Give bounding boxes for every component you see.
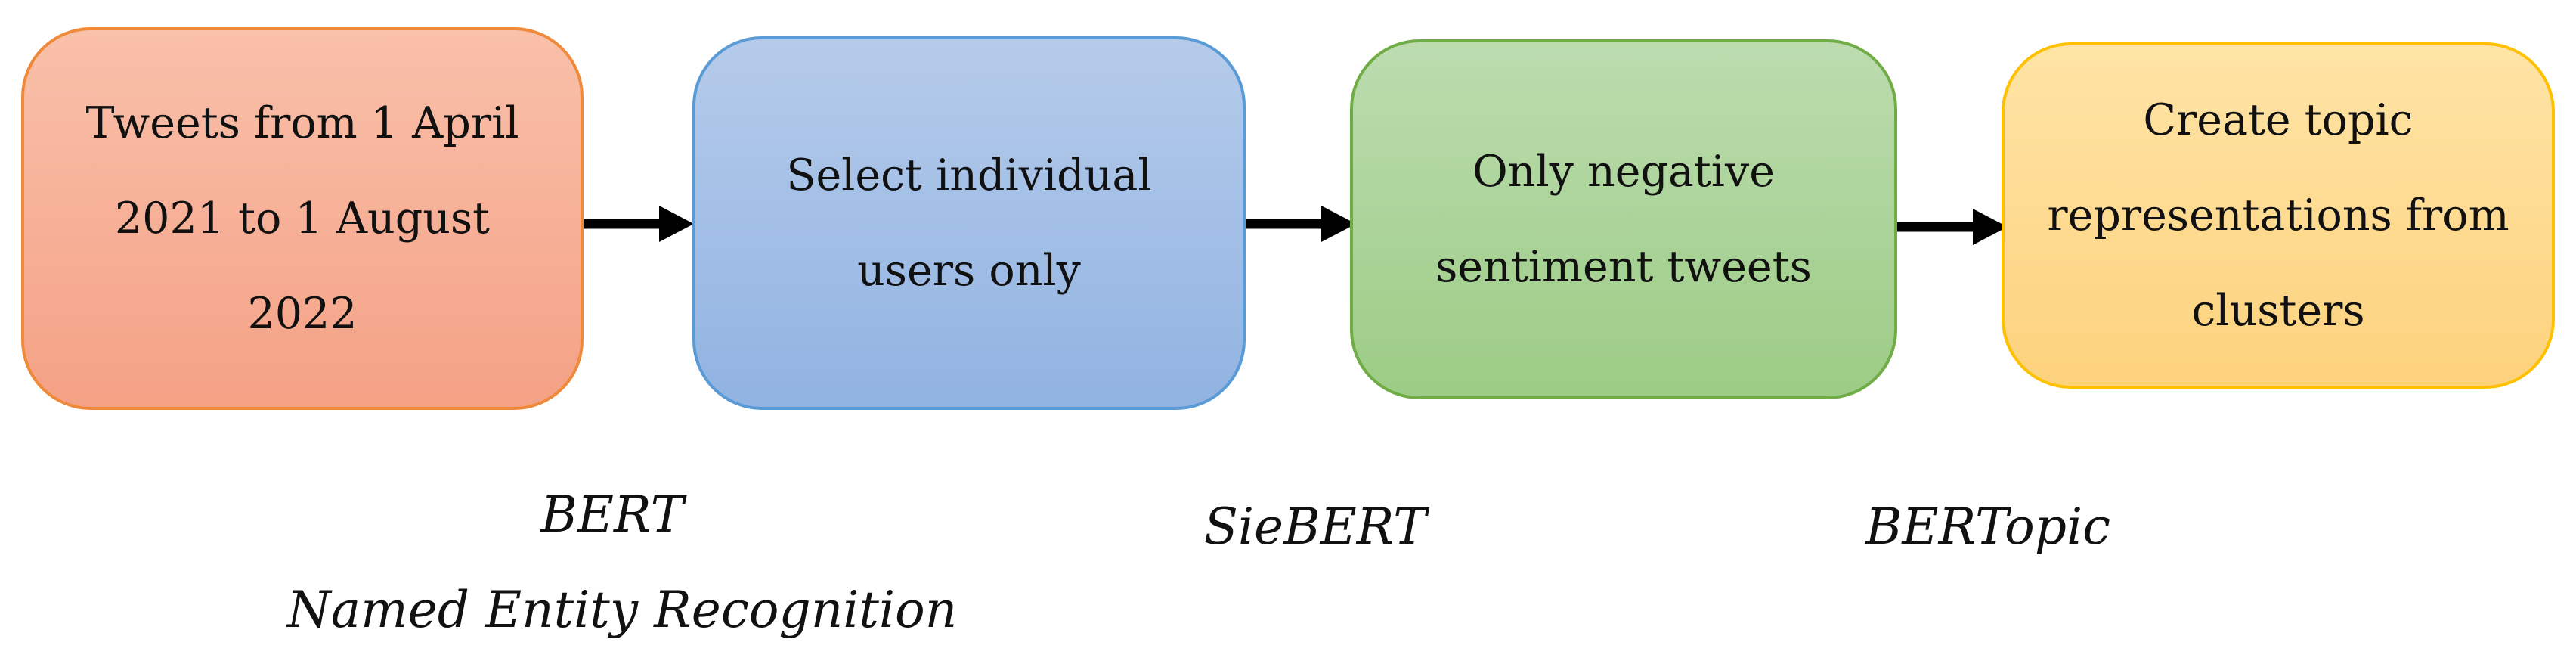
step-topic-representations-label: Create topic representations from cluste… (2047, 95, 2509, 336)
method-label-ner: Named Entity Recognition (287, 581, 958, 639)
step-negative-sentiment-label: Only negative sentiment tweets (1435, 147, 1812, 292)
step-negative-sentiment: Only negative sentiment tweets (1350, 39, 1897, 399)
arrow-step1-to-step2 (584, 206, 694, 242)
method-label-siebert: SieBERT (1203, 498, 1427, 556)
method-label-bertopic: BERTopic (1865, 498, 2111, 556)
step-topic-representations: Create topic representations from cluste… (2002, 42, 2555, 389)
method-label-bert: BERT (540, 486, 684, 544)
arrow-step2-to-step3 (1246, 206, 1356, 242)
step-tweets-date-range: Tweets from 1 April 2021 to 1 August 202… (21, 27, 584, 410)
step-select-individual-users-label: Select individual users only (786, 150, 1152, 296)
step-tweets-date-range-label: Tweets from 1 April 2021 to 1 August 202… (85, 98, 519, 339)
arrow-step3-to-step4 (1897, 209, 2008, 245)
step-select-individual-users: Select individual users only (692, 36, 1246, 410)
